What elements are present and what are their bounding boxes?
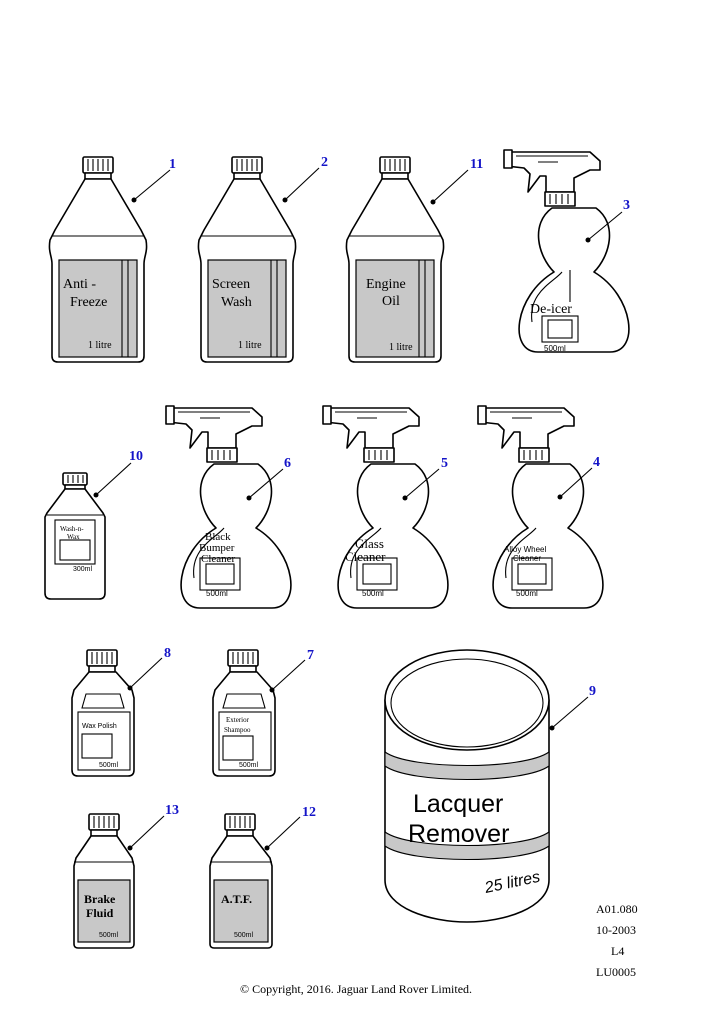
glass-cleaner-label: Glass [355,536,384,551]
callout-1: 1 [169,157,176,172]
callout-numbers: 1 2 3 4 5 6 7 8 9 10 11 12 13 [129,155,630,820]
leader-lines [93,167,623,851]
callout-11: 11 [470,157,483,172]
reference-level: L4 [611,944,625,958]
bumper-cleaner-label-2: Bumper [199,542,235,554]
wash-n-wax-bottle: Wash-n- Wax 300ml [44,472,106,600]
shampoo-label-2: Shampoo [224,726,251,734]
bumper-cleaner-size: 500ml [206,589,228,598]
brake-fluid-label: Brake [84,892,116,906]
antifreeze-label-2: Freeze [70,295,107,310]
callout-5: 5 [441,456,448,471]
bumper-cleaner-label-3: Cleaner [201,553,236,565]
screenwash-size: 1 litre [238,340,262,351]
deicer-label: De-icer [530,302,572,317]
exterior-shampoo-bottle: Exterior Shampoo 500ml [212,649,276,777]
wax-polish-label: Wax Polish [82,723,117,730]
alloy-wheel-size: 500ml [516,589,538,598]
callout-2: 2 [321,155,328,170]
antifreeze-bottle: Anti - Freeze 1 litre [48,156,148,363]
antifreeze-label: Anti - [63,277,96,292]
screenwash-label-2: Wash [221,295,252,310]
reference-id: LU0005 [596,965,636,979]
brake-fluid-bottle: Brake Fluid 500ml [73,813,135,949]
callout-6: 6 [284,456,291,471]
wash-n-wax-size: 300ml [73,566,93,573]
deicer-spray: De-icer 500ml [503,149,630,353]
wax-polish-bottle: Wax Polish 500ml [71,649,135,777]
callout-4: 4 [593,455,600,470]
atf-bottle: A.T.F. 500ml [209,813,273,949]
atf-size: 500ml [234,932,254,939]
engine-oil-bottle: Engine Oil 1 litre [345,156,445,363]
screenwash-label: Screen [212,277,250,292]
engine-oil-label-2: Oil [382,294,400,309]
callout-9: 9 [589,684,596,699]
glass-cleaner-spray: Glass Cleaner 500ml [322,405,449,609]
wash-n-wax-label-2: Wax [67,533,80,541]
engine-oil-label: Engine [366,277,406,292]
copyright-notice: © Copyright, 2016. Jaguar Land Rover Lim… [239,982,473,996]
wash-n-wax-label: Wash-n- [60,525,84,533]
callout-7: 7 [307,648,314,663]
lacquer-label: Lacquer [413,790,503,818]
engine-oil-size: 1 litre [389,342,413,353]
antifreeze-size: 1 litre [88,340,112,351]
alloy-wheel-cleaner-spray: Alloy Wheel Cleaner 500ml [477,405,604,609]
callout-8: 8 [164,646,171,661]
callout-13: 13 [165,803,179,818]
screenwash-bottle: Screen Wash 1 litre [197,156,297,363]
brake-fluid-label-2: Fluid [86,906,114,920]
atf-label: A.T.F. [221,892,252,906]
deicer-size: 500ml [544,344,566,353]
bumper-cleaner-spray: Black Bumper Cleaner 500ml [165,405,292,609]
lacquer-remover-tub: Lacquer Remover 25 litres [384,649,550,923]
brake-fluid-size: 500ml [99,932,119,939]
glass-cleaner-size: 500ml [362,589,384,598]
lacquer-label-2: Remover [408,820,509,848]
wax-polish-size: 500ml [99,762,119,769]
callout-3: 3 [623,198,630,213]
reference-date: 10-2003 [596,923,636,937]
shampoo-size: 500ml [239,762,259,769]
callout-10: 10 [129,449,143,464]
glass-cleaner-label-2: Cleaner [345,549,386,564]
reference-code: A01.080 [596,902,638,916]
alloy-wheel-label: Alloy Wheel [504,545,546,554]
alloy-wheel-label-2: Cleaner [513,554,541,563]
bumper-cleaner-label: Black [205,531,231,543]
callout-12: 12 [302,805,316,820]
shampoo-label: Exterior [226,716,250,724]
